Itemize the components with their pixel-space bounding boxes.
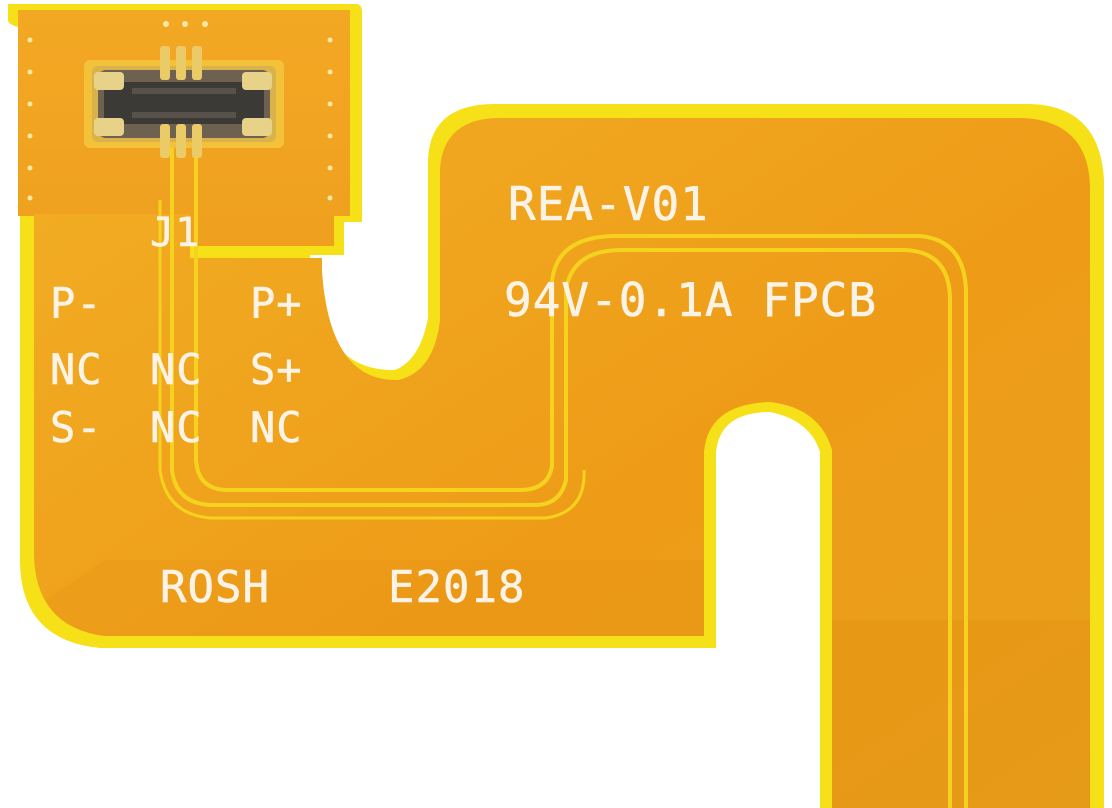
pin-label-nc-1: NC — [50, 345, 103, 394]
pin-label-s-minus: S- — [50, 403, 103, 452]
silkscreen-labels: J1 P- P+ NC NC S+ S- NC NC REA-V01 94V-0… — [50, 177, 877, 614]
pin-label-nc-3: NC — [150, 403, 203, 452]
pin-label-nc-4: NC — [250, 403, 303, 452]
via-dots — [27, 21, 333, 201]
manufacturer-label: ROSH — [160, 562, 270, 613]
pin-label-s-plus: S+ — [250, 345, 303, 394]
copper-traces — [158, 140, 968, 808]
connector-ref-label: J1 — [150, 210, 200, 256]
rating-label: 94V-0.1A FPCB — [504, 273, 877, 327]
pin-label-p-minus: P- — [50, 279, 103, 328]
connector-j1 — [84, 46, 284, 158]
pin-label-p-plus: P+ — [250, 279, 303, 328]
date-code-label: E2018 — [388, 562, 525, 613]
pin-label-nc-2: NC — [150, 345, 203, 394]
part-number-label: REA-V01 — [508, 177, 709, 231]
